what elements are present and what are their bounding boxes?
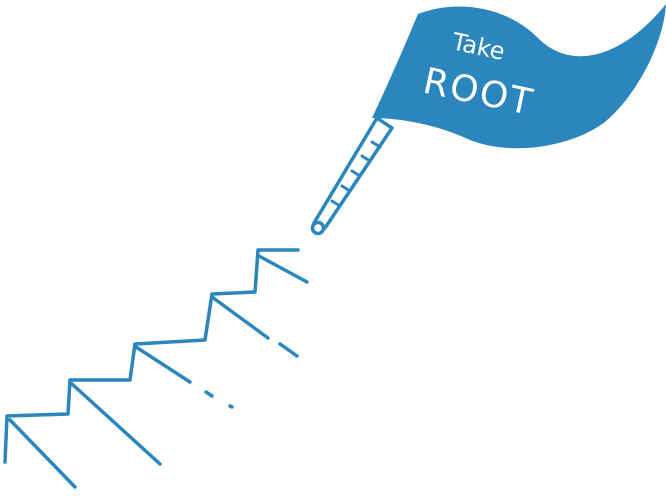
step-diagonal-5 xyxy=(257,254,309,284)
staircase-outline xyxy=(3,248,300,464)
flag-pole-knob xyxy=(310,220,326,236)
step-diagonal-3 xyxy=(134,345,192,384)
step-diagonal-4-dash xyxy=(278,342,299,358)
step-diagonal-1 xyxy=(8,418,77,489)
step-diagonal-3-dot xyxy=(228,404,234,409)
staircase-icon xyxy=(3,248,309,489)
step-diagonal-4 xyxy=(210,295,270,340)
step-diagonal-2 xyxy=(70,382,162,466)
flag-pole xyxy=(310,116,394,236)
step-diagonal-3-dash xyxy=(204,390,214,398)
flag-pole-ticks xyxy=(330,140,382,208)
flag-banner xyxy=(372,4,666,149)
flag-icon: Take ROOT xyxy=(372,4,666,149)
